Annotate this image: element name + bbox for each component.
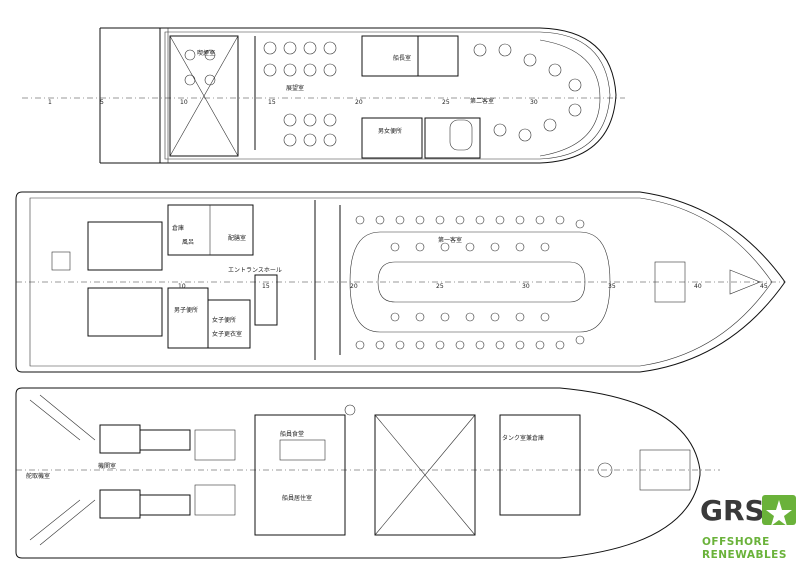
upper-toilet-label: 男女便所 — [378, 127, 402, 135]
crew-room-label: 船員居住室 — [282, 494, 312, 502]
frame-number: 20 — [355, 99, 363, 106]
crew-mess-label: 船員食堂 — [280, 430, 304, 438]
tank-room-label: タンク室兼倉庫 — [502, 434, 544, 442]
frame-number: 5 — [100, 99, 104, 106]
logo-line1: OFFSHORE — [702, 536, 770, 548]
frame-number: 15 — [262, 283, 270, 290]
upper-deck-plan: 喫煙室 展望室 船長室 第二客室 男女便所 1 5 10 15 20 25 30 — [22, 27, 625, 164]
frame-number: 20 — [350, 283, 358, 290]
womens-room-label: 女子更衣室 — [212, 330, 242, 338]
smoking-room-label: 喫煙室 — [197, 49, 215, 57]
frame-number: 35 — [608, 283, 616, 290]
frame-number: 10 — [178, 283, 186, 290]
observation-room-label: 展望室 — [286, 84, 304, 92]
frame-number: 10 — [180, 99, 188, 106]
bath-label: 風呂 — [182, 239, 194, 246]
frame-number: 25 — [442, 99, 450, 106]
frame-number: 30 — [522, 283, 530, 290]
frame-number: 25 — [436, 283, 444, 290]
logo-line2: RENEWABLES — [702, 549, 787, 561]
star-icon — [766, 500, 792, 526]
logo-brand-text: GRS — [700, 494, 765, 527]
engine-room-label: 機関室 — [98, 462, 116, 470]
frame-number: 15 — [268, 99, 276, 106]
main-deck-plan: 第一客室 エントランスホール 男子便所 女子便所 風呂 配膳室 女子更衣室 倉庫… — [15, 191, 786, 373]
entrance-hall-label: エントランスホール — [228, 267, 282, 274]
frame-number: 1 — [48, 99, 52, 106]
womens-toilet-label: 女子便所 — [212, 316, 236, 324]
frame-number: 45 — [760, 283, 768, 290]
store-label: 倉庫 — [172, 224, 184, 232]
first-cabin-label: 第一客室 — [438, 236, 462, 244]
galley-label: 配膳室 — [228, 234, 246, 242]
frame-number: 40 — [694, 283, 702, 290]
grs-logo: GRS OFFSHORE RENEWABLES — [700, 494, 796, 561]
lower-deck-plan: 機関室 舵取機室 船員食堂 船員居住室 タンク室兼倉庫 — [15, 387, 720, 559]
mens-toilet-label: 男子便所 — [174, 306, 198, 314]
steering-room-label: 舵取機室 — [26, 472, 50, 480]
wheelhouse-label: 船長室 — [393, 54, 411, 62]
frame-number: 30 — [530, 99, 538, 106]
second-cabin-label: 第二客室 — [470, 97, 494, 105]
